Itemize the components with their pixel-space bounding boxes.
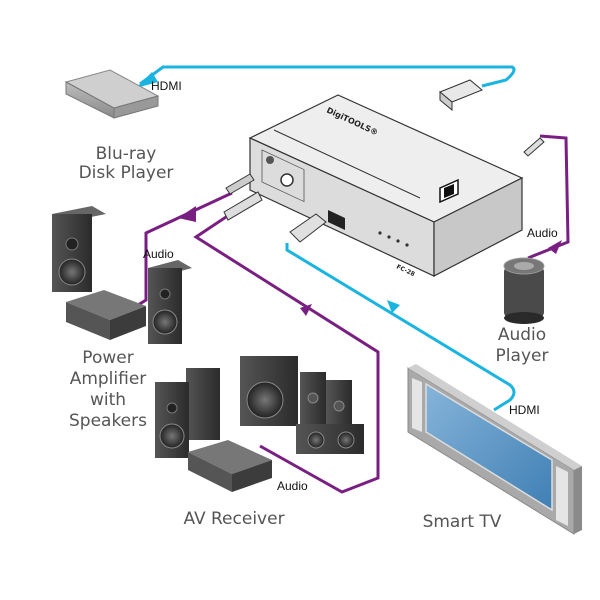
bluray-player: [64, 69, 160, 119]
center-device: DigiTOOLS® FC-28: [248, 94, 524, 278]
speaker-left: [52, 206, 106, 292]
power-amp-speakers: [52, 206, 192, 344]
bluray-label-line2: Disk Player: [79, 163, 174, 183]
audio-player-label-line1: Audio: [498, 325, 546, 345]
power-amp-label-line1: Power: [82, 348, 133, 368]
audio-player: [503, 257, 545, 324]
smart-tv-label: Smart TV: [423, 512, 502, 532]
av-receiver-label: AV Receiver: [183, 509, 284, 529]
led-in: [387, 235, 391, 239]
led-on: [405, 243, 409, 247]
coax-port: [280, 173, 294, 187]
audio-player-label-line2: Player: [496, 346, 549, 366]
av-receiver-system: [155, 356, 364, 492]
hdmi-cable-bluray: [136, 65, 516, 88]
receiver-box: [188, 440, 272, 492]
hdmi-cable-tv: [285, 243, 516, 412]
audio-cable-player: [527, 134, 570, 260]
amp-audio-label: Audio: [143, 247, 174, 261]
led-hdcp: [378, 231, 382, 235]
kramer-logo-icon: [439, 178, 459, 204]
audio-cable-receiver: [193, 215, 380, 494]
led-out: [396, 239, 400, 243]
bluray-hdmi-label: HDMI: [151, 79, 182, 93]
bluray-label-line1: Blu-ray: [96, 144, 157, 164]
audio-out-port: [266, 156, 274, 164]
arrow-icon: [300, 304, 312, 316]
hdmi-plug-top: [439, 79, 483, 112]
tv-screen: [425, 382, 553, 512]
power-amp-label-line2: Amplifier: [70, 369, 147, 389]
port-panel: [261, 149, 305, 203]
audio-jack-top: [523, 137, 545, 157]
amplifier: [66, 290, 146, 340]
power-amp-label-line3: with: [90, 390, 126, 410]
player-audio-label: Audio: [527, 226, 558, 240]
arrow-icon: [136, 72, 158, 88]
arrow-icon: [548, 240, 562, 254]
hdmi-out-port: [328, 210, 345, 230]
hdmi-plug-front: [289, 213, 327, 243]
arrow-icon: [387, 300, 400, 313]
tv-hdmi-label: HDMI: [509, 403, 540, 417]
speaker-right: [148, 260, 192, 344]
receiver-audio-label: Audio: [277, 479, 308, 493]
rca-plugs: [223, 173, 263, 221]
power-amp-label-line4: Speakers: [69, 411, 147, 431]
arrow-icon: [178, 206, 196, 222]
smart-tv: [407, 364, 582, 535]
